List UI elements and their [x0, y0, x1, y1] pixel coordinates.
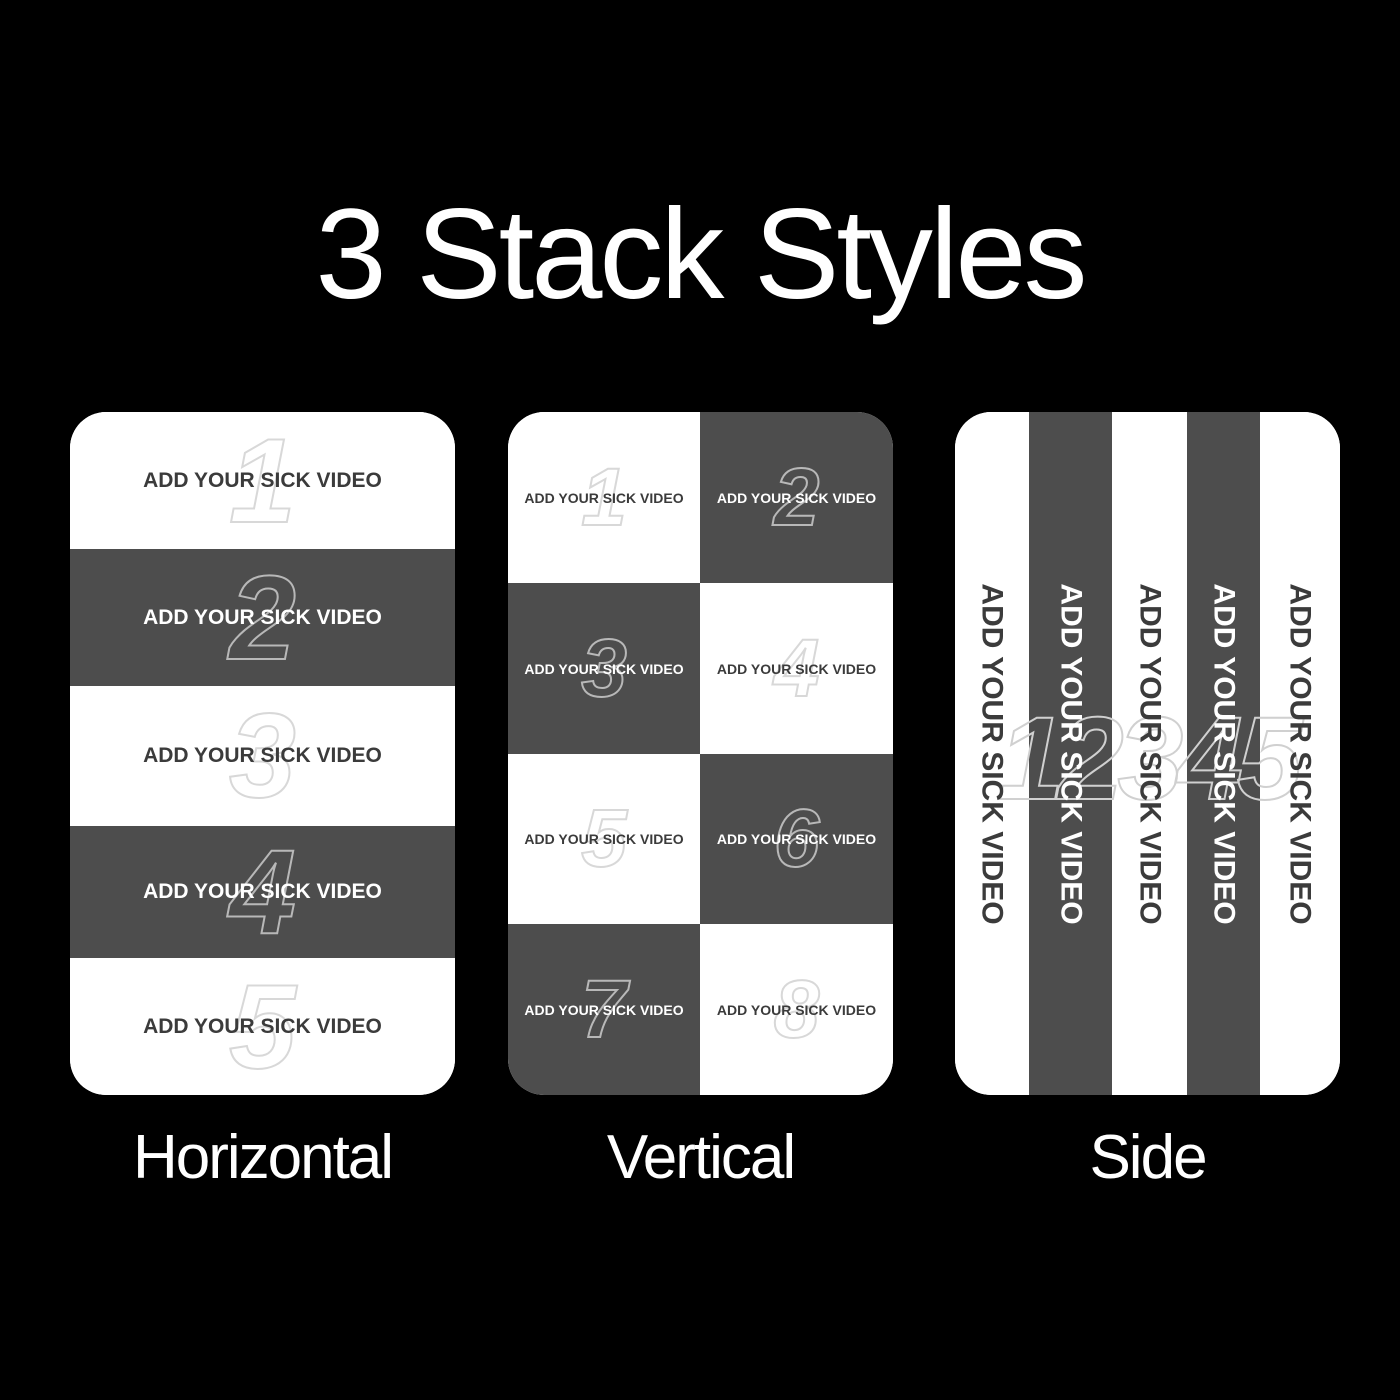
slot-number-outline: 2 [773, 451, 821, 543]
vertical-label: Vertical [606, 1123, 796, 1192]
video-slot-2[interactable]: ADD YOUR SICK VIDEO [1029, 412, 1112, 1095]
slot-number-outline: 8 [773, 963, 821, 1055]
video-slot-1[interactable]: ADD YOUR SICK VIDEO [955, 412, 1029, 1095]
slot-number-outline: 4 [773, 622, 821, 714]
slot-number-outline: 4 [228, 826, 297, 958]
slot-number-outline: 5 [228, 959, 297, 1094]
slot-number-outline: 2 [228, 550, 297, 685]
slot-number-outline: 3 [580, 622, 628, 714]
slot-number-outline: 5 [580, 793, 628, 884]
video-slot-5[interactable]: ADD YOUR SICK VIDEO [1260, 412, 1340, 1095]
slot-placeholder-text: ADD YOUR SICK VIDEO [1054, 582, 1088, 925]
slot-placeholder-text: ADD YOUR SICK VIDEO [524, 660, 684, 677]
slot-placeholder-text: ADD YOUR SICK VIDEO [524, 831, 684, 847]
slot-placeholder-text: ADD YOUR SICK VIDEO [143, 605, 382, 629]
slot-placeholder-text: ADD YOUR SICK VIDEO [524, 1001, 684, 1018]
horizontal-label: Horizontal [132, 1123, 394, 1192]
slot-placeholder-text: ADD YOUR SICK VIDEO [143, 744, 382, 767]
slot-number-outline: 1 [580, 451, 628, 543]
slot-placeholder-text: ADD YOUR SICK VIDEO [716, 831, 877, 847]
side-label: Side [1089, 1123, 1207, 1192]
side-stack-preview: 12345 ADD YOUR SICK VIDEO ADD YOUR SICK V… [955, 412, 1340, 1095]
slot-placeholder-text: ADD YOUR SICK VIDEO [716, 1001, 877, 1018]
slot-placeholder-text: ADD YOUR SICK VIDEO [716, 489, 877, 506]
slot-placeholder-text: ADD YOUR SICK VIDEO [1284, 582, 1318, 925]
slot-number-outline: 6 [773, 793, 821, 884]
slot-number-outline: 1 [228, 413, 297, 548]
slot-placeholder-text: ADD YOUR SICK VIDEO [976, 582, 1010, 925]
slot-number-outline: 3 [228, 689, 297, 823]
slot-placeholder-text: ADD YOUR SICK VIDEO [1207, 582, 1241, 925]
slot-placeholder-text: ADD YOUR SICK VIDEO [716, 660, 877, 677]
slot-placeholder-text: ADD YOUR SICK VIDEO [143, 1014, 382, 1038]
video-slot-4[interactable]: ADD YOUR SICK VIDEO [1187, 412, 1260, 1095]
page-title: 3 Stack Styles [315, 183, 1088, 326]
slot-placeholder-text: ADD YOUR SICK VIDEO [143, 880, 382, 903]
video-slot-3[interactable]: ADD YOUR SICK VIDEO [1112, 412, 1187, 1095]
slot-placeholder-text: ADD YOUR SICK VIDEO [524, 489, 684, 506]
side-numbers-outline: 12345 [997, 693, 1303, 825]
slot-number-outline: 7 [580, 963, 628, 1055]
slot-placeholder-text: ADD YOUR SICK VIDEO [143, 468, 382, 492]
slot-placeholder-text: ADD YOUR SICK VIDEO [1133, 582, 1167, 925]
